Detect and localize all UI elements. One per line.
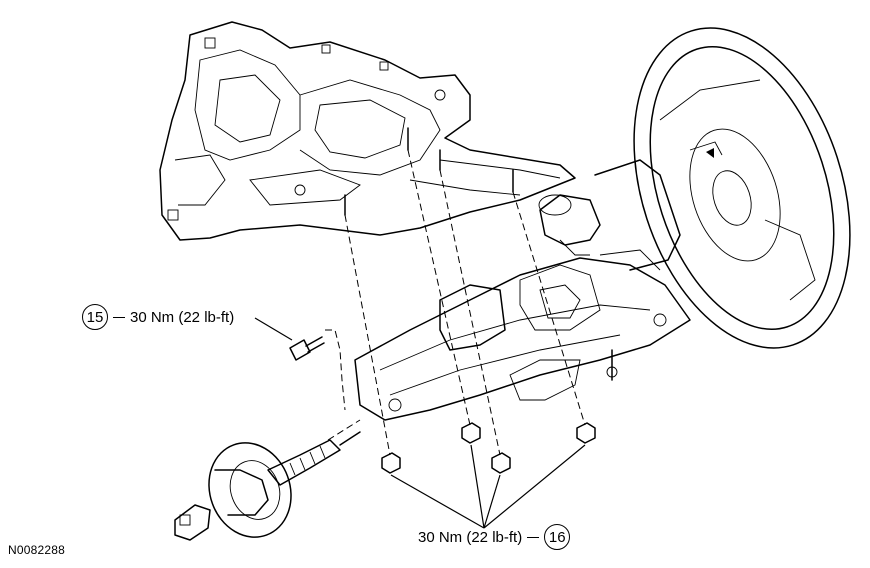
torque-spec-16: 30 Nm (22 lb-ft) bbox=[418, 528, 523, 546]
intermediate-shaft-and-boot bbox=[174, 431, 361, 541]
torque-spec-15: 30 Nm (22 lb-ft) bbox=[130, 308, 235, 326]
column-mounting-bracket bbox=[159, 21, 576, 241]
callout-16: 30 Nm (22 lb-ft) 16 bbox=[418, 524, 571, 550]
column-mounting-nuts bbox=[344, 127, 596, 474]
figure-id: N0082288 bbox=[8, 543, 65, 557]
callout-dash bbox=[527, 536, 540, 538]
callout-leader-lines bbox=[254, 317, 586, 529]
steering-column-assembly bbox=[354, 194, 691, 421]
column-pinch-bolt bbox=[289, 329, 361, 441]
callout-dash bbox=[113, 316, 125, 318]
callout-15: 15 30 Nm (22 lb-ft) bbox=[82, 304, 234, 330]
callout-number-16: 16 bbox=[544, 524, 571, 550]
steering-wheel bbox=[594, 27, 851, 349]
callout-number-15: 15 bbox=[82, 304, 108, 330]
